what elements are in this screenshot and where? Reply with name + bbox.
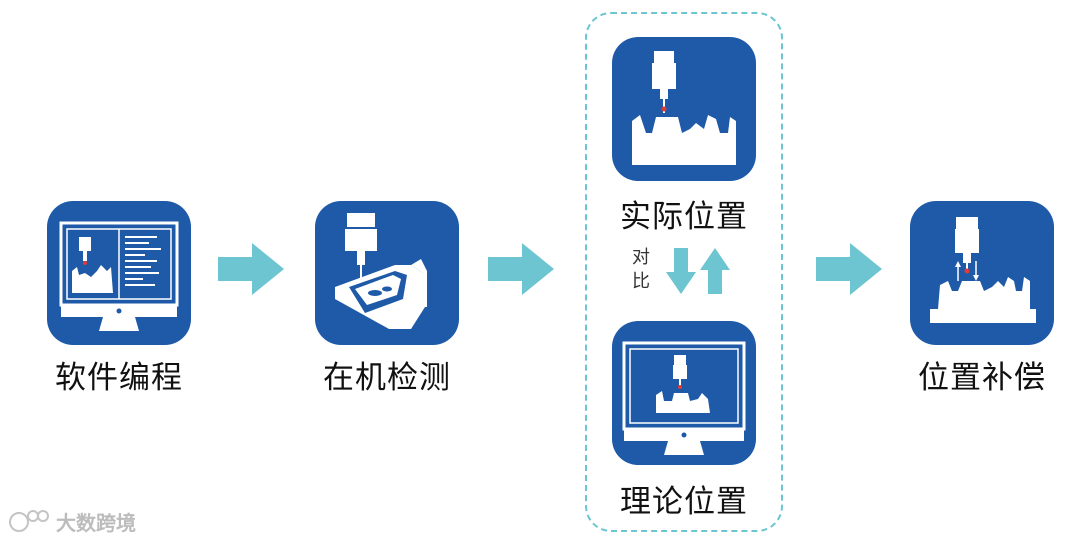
down-arrow-icon	[666, 248, 696, 294]
probe-on-workpiece-icon	[335, 213, 427, 329]
flow-arrow-1	[218, 243, 284, 295]
position-compensation-icon	[930, 217, 1036, 323]
tile-theoretical-position	[612, 321, 756, 465]
tile-software-programming	[47, 201, 191, 345]
monitor-theoretical-position-icon	[622, 341, 746, 455]
watermark: 大数跨境	[8, 506, 136, 536]
label-position-compensation: 位置补偿	[918, 360, 1046, 396]
compare-label: 对比	[632, 247, 650, 292]
label-theoretical-position: 理论位置	[620, 484, 748, 520]
label-onmachine-inspection: 在机检测	[323, 360, 451, 396]
comparison-group	[585, 12, 783, 532]
label-software-programming: 软件编程	[55, 360, 183, 396]
flow-arrow-2	[488, 243, 554, 295]
tile-actual-position	[612, 37, 756, 181]
tile-onmachine-inspection	[315, 201, 459, 345]
label-actual-position: 实际位置	[620, 199, 748, 235]
watermark-logo-icon	[9, 510, 49, 532]
watermark-text: 大数跨境	[56, 510, 136, 535]
flow-arrow-3	[816, 243, 882, 295]
tile-position-compensation	[910, 201, 1054, 345]
monitor-cnc-program-icon	[59, 221, 179, 331]
probe-actual-position-icon	[632, 51, 736, 165]
up-arrow-icon	[700, 248, 730, 294]
